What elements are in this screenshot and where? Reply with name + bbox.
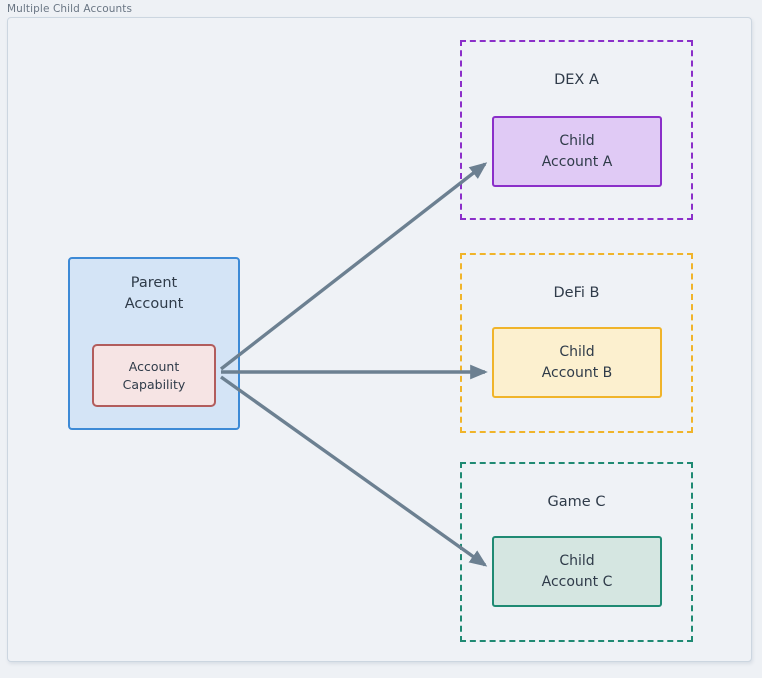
parent-account-label-line2: Account [124,296,184,313]
child-account-c-label-line2: Account C [541,573,613,590]
group-dex-a-title: DEX A [554,72,599,88]
child-account-b-label-line1: Child [559,344,595,361]
parent-account-label-line1: Parent [130,275,178,291]
frame-title: Multiple Child Accounts [7,3,133,15]
group-defi-b-title: DeFi B [553,285,600,301]
child-account-a-node[interactable]: Child Account A [492,116,662,187]
account-capability-label-line2: Capability [122,376,186,392]
account-capability-label-line1: Account [128,358,180,374]
child-account-c-label-line1: Child [559,553,595,570]
child-account-c-node[interactable]: Child Account C [492,536,662,607]
group-game-c-title: Game C [547,494,606,510]
child-account-a-label-line1: Child [559,133,595,150]
group-dex-a: DEX A [460,40,693,220]
child-account-b-label-line2: Account B [541,364,613,381]
child-account-b-node[interactable]: Child Account B [492,327,662,398]
child-account-a-label-line2: Account A [541,153,613,170]
account-capability-node[interactable]: Account Capability [92,344,216,407]
